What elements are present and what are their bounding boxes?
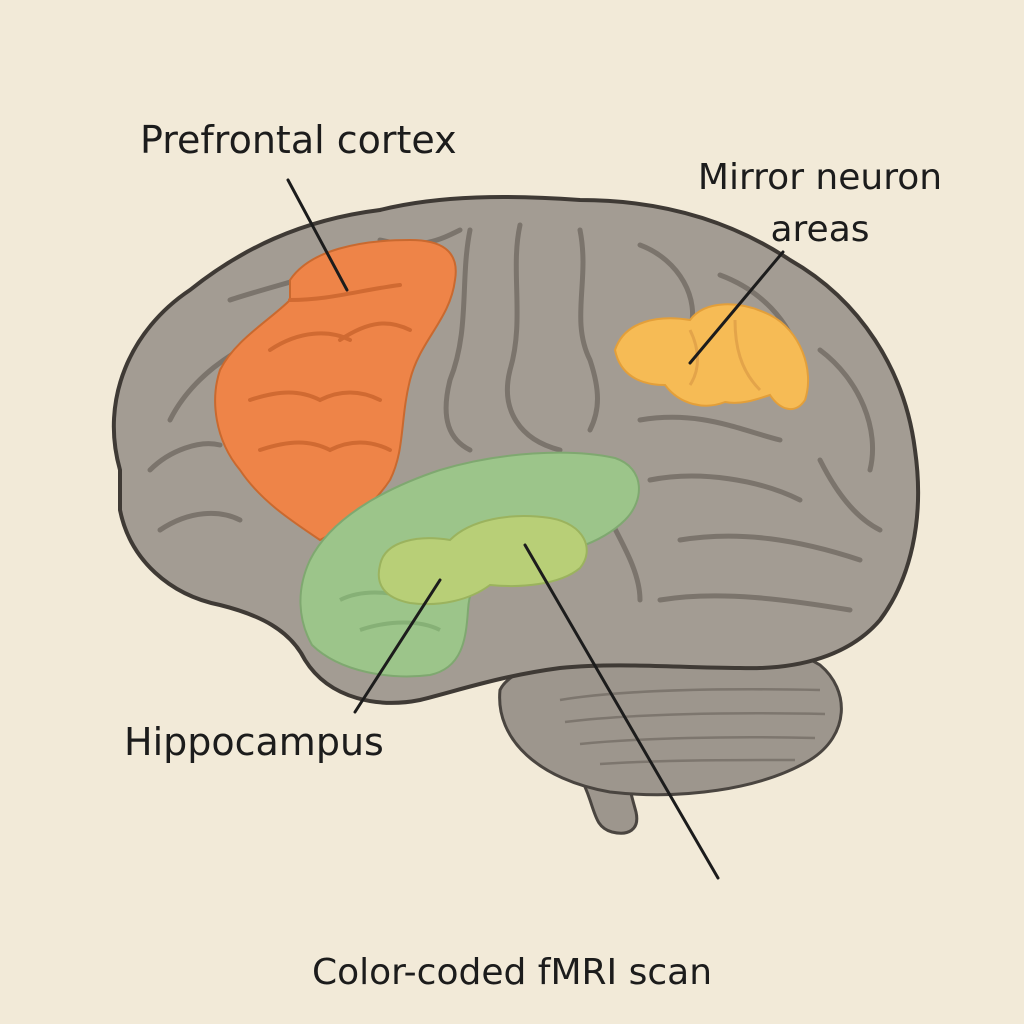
hippocampus-region [299,451,640,678]
prefrontal-region [214,238,457,542]
label-mirror-neuron-areas: Mirror neuron areas [690,152,950,256]
label-hippocampus: Hippocampus [124,720,384,764]
hippocampus-core [377,515,588,606]
label-mirror-neuron-line1: Mirror neuron [697,157,943,198]
label-prefrontal-cortex: Prefrontal cortex [140,118,457,162]
caption: Color-coded fMRI scan [311,952,713,993]
leader-lines [286,178,785,880]
leader-line-mirror [688,250,785,365]
leader-line-extra [523,543,720,880]
mirror-neuron-region [613,303,810,410]
cerebellum-folds [559,688,826,766]
gyri [147,222,883,613]
leader-line-prefrontal [286,178,349,292]
label-mirror-neuron-line2: areas [770,209,870,250]
leader-line-hippocampus [353,578,442,714]
